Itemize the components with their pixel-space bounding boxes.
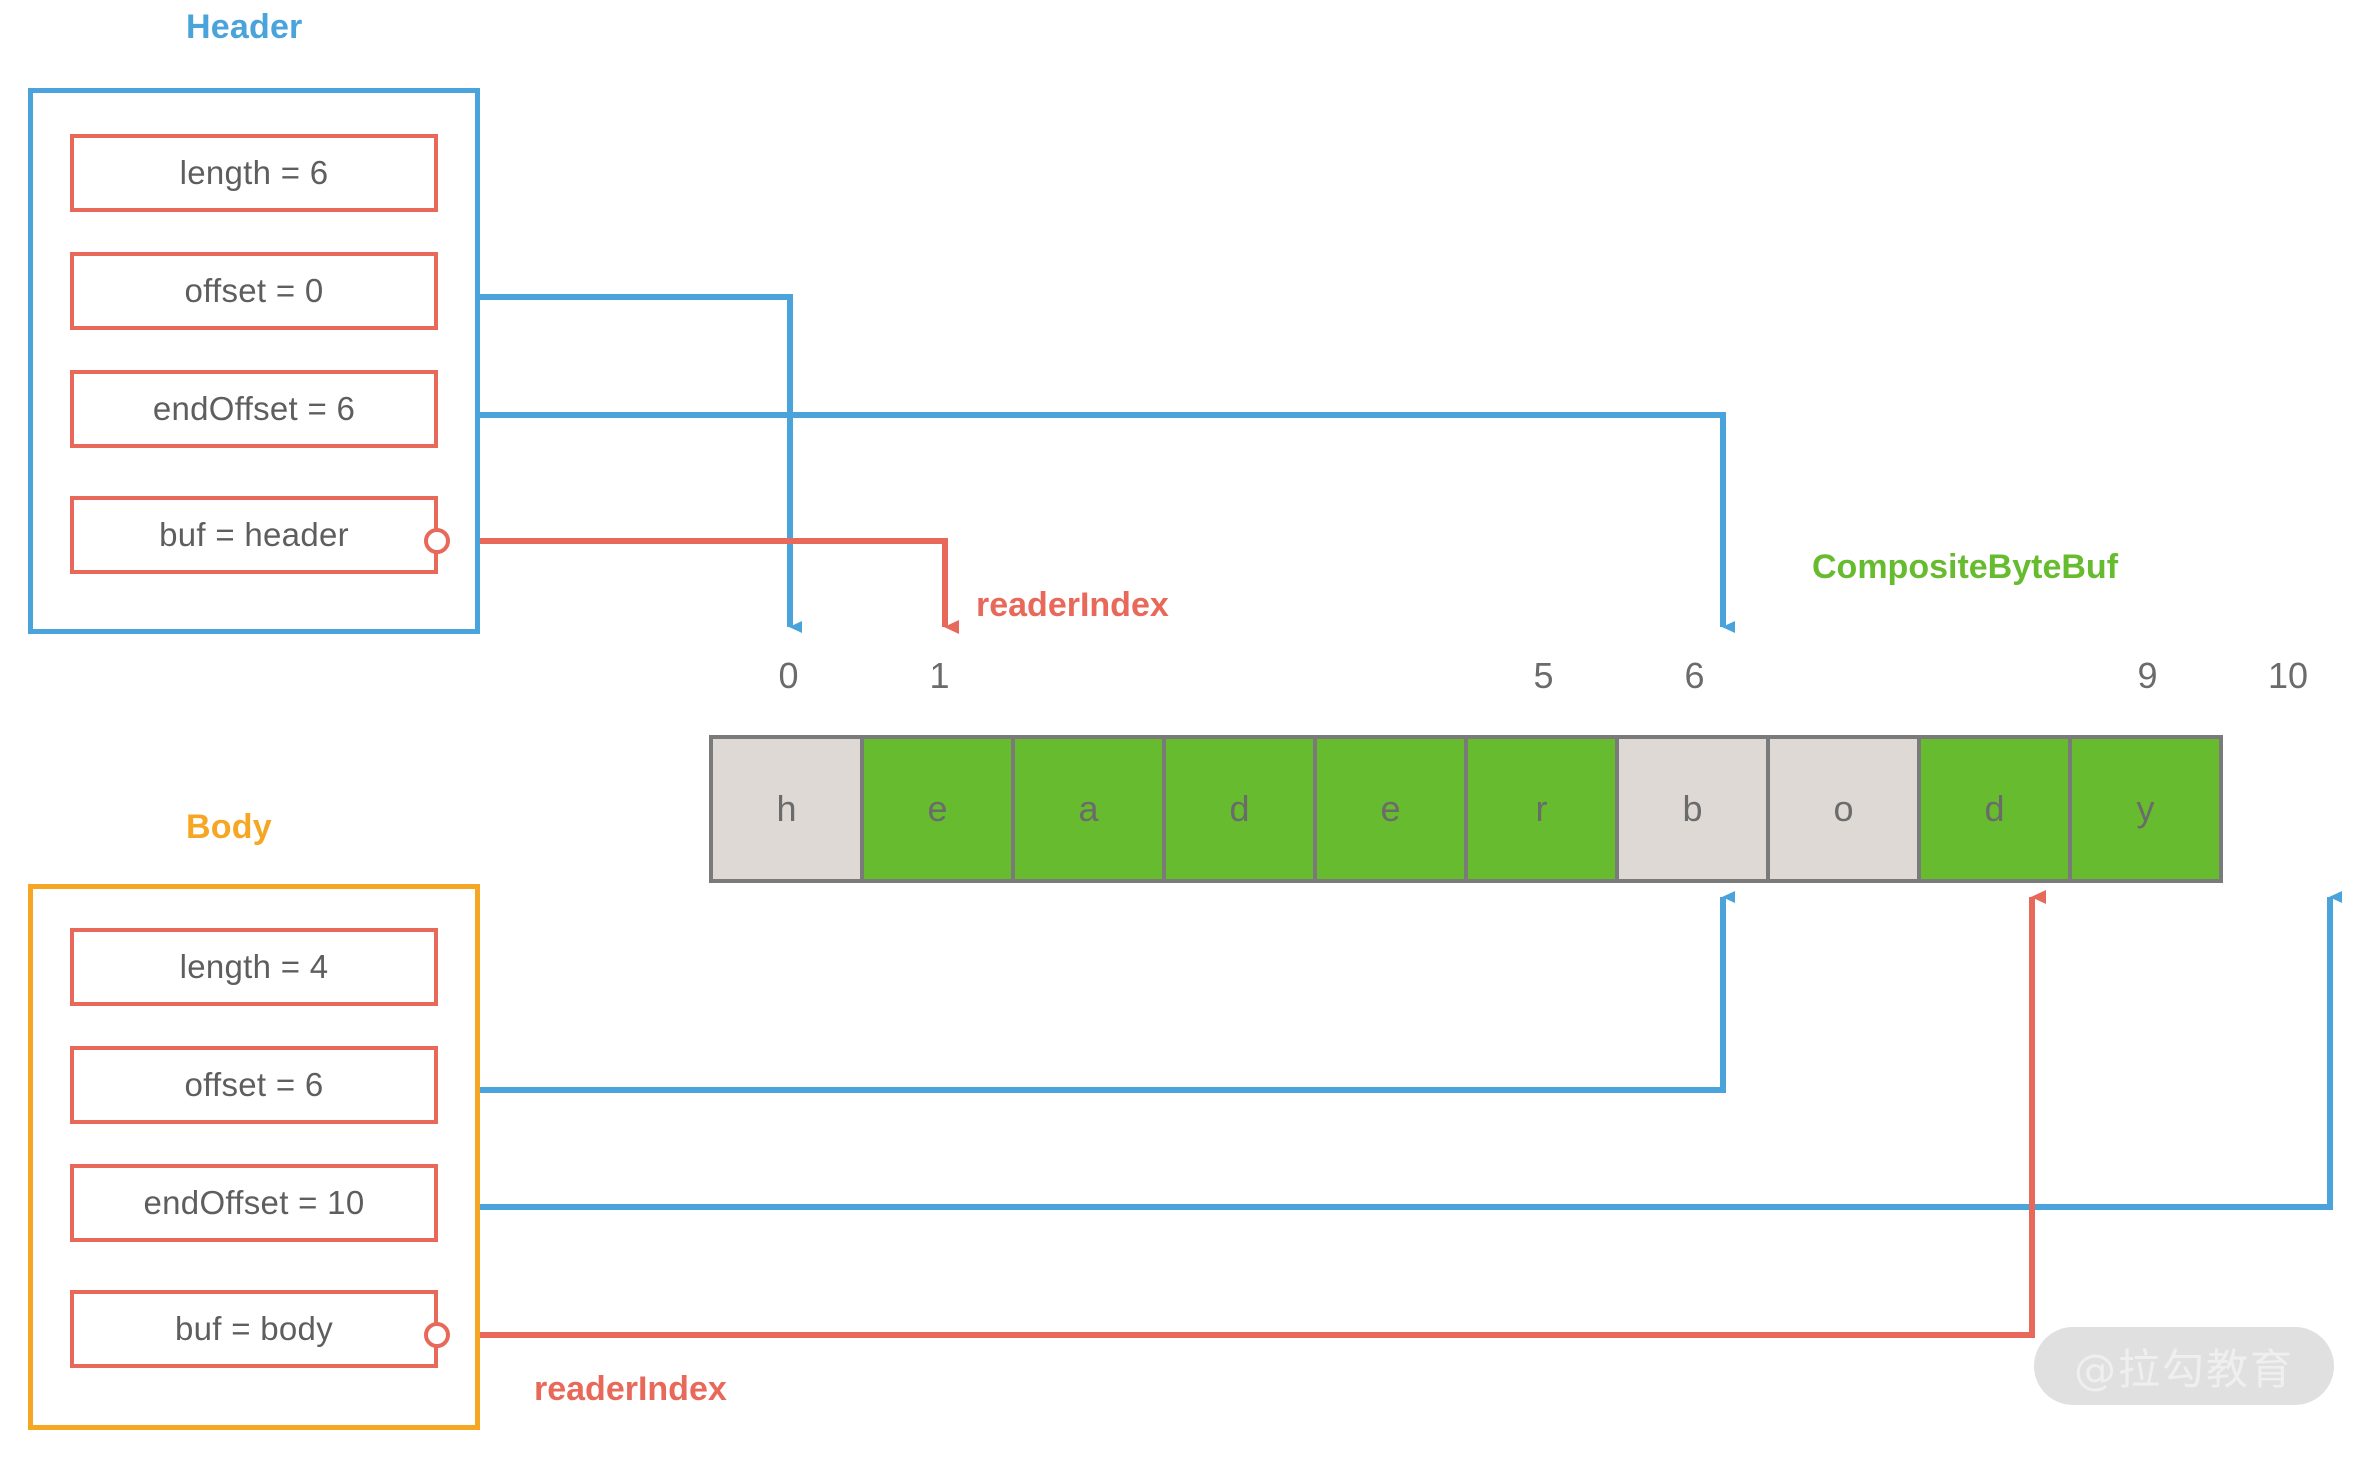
buffer-index-6: 6 [1684, 655, 1705, 696]
reader-index-bottom-label: readerIndex [534, 1370, 727, 1408]
buffer-cell-4: e [1317, 739, 1464, 879]
body-field-offset-label: offset = 6 [184, 1066, 324, 1103]
header-group-title: Header [186, 8, 303, 46]
wire-body-buf [450, 890, 2046, 1338]
wire-body-endoffset [430, 891, 2342, 1210]
buffer-index-9: 9 [2137, 655, 2158, 696]
buffer-cell-char: h [776, 788, 797, 829]
buffer-index-0: 0 [778, 655, 799, 696]
body-field-endoffset: endOffset = 10 [70, 1164, 438, 1242]
wire-body-offset [430, 891, 1735, 1093]
buffer-cell-2: a [1015, 739, 1162, 879]
buffer-cell-5: r [1468, 739, 1615, 879]
reader-index-top-label: readerIndex [976, 586, 1169, 624]
header-field-buf: buf = header [70, 496, 438, 574]
header-field-offset-label: offset = 0 [184, 272, 324, 309]
header-buf-pin-icon [424, 528, 450, 554]
body-field-offset: offset = 6 [70, 1046, 438, 1124]
buffer-cell-char: d [1984, 788, 2005, 829]
buffer-cell-char: e [1380, 788, 1401, 829]
buffer-cell-1: e [864, 739, 1011, 879]
body-field-buf-label: buf = body [174, 1310, 334, 1347]
buffer-cell-7: o [1770, 739, 1917, 879]
buffer-cell-8: d [1921, 739, 2068, 879]
buffer-cell-char: o [1833, 788, 1854, 829]
buffer-cell-char: b [1682, 788, 1703, 829]
wire-header-buf [450, 538, 959, 634]
buffer-cell-char: y [2136, 788, 2155, 829]
buffer-cell-char: a [1078, 788, 1099, 829]
watermark-text: @拉勾教育 [2073, 1344, 2294, 1394]
buffer-cell-char: r [1535, 788, 1548, 829]
buffer-cell-9: y [2072, 739, 2219, 879]
buffer-index-1: 1 [929, 655, 950, 696]
watermark: @拉勾教育 [2034, 1327, 2334, 1405]
composite-bytebuf-label: CompositeByteBuf [1812, 548, 2119, 586]
body-field-length: length = 4 [70, 928, 438, 1006]
header-field-offset: offset = 0 [70, 252, 438, 330]
buffer-index-10: 10 [2267, 655, 2309, 696]
header-field-buf-label: buf = header [159, 516, 349, 553]
body-field-buf: buf = body [70, 1290, 438, 1368]
buffer-index-5: 5 [1533, 655, 1554, 696]
buffer-cell-char: d [1229, 788, 1250, 829]
wire-header-offset [430, 294, 802, 633]
header-field-endoffset-label: endOffset = 6 [152, 390, 356, 427]
buffer-cell-3: d [1166, 739, 1313, 879]
header-field-endoffset: endOffset = 6 [70, 370, 438, 448]
body-group-title: Body [186, 808, 272, 846]
buffer-cell-0: h [713, 739, 860, 879]
body-buf-pin-icon [424, 1322, 450, 1348]
body-field-endoffset-label: endOffset = 10 [143, 1184, 365, 1221]
body-field-length-label: length = 4 [179, 948, 329, 985]
header-field-length: length = 6 [70, 134, 438, 212]
buffer-cell-char: e [927, 788, 948, 829]
buffer-cell-6: b [1619, 739, 1766, 879]
header-field-length-label: length = 6 [179, 154, 329, 191]
